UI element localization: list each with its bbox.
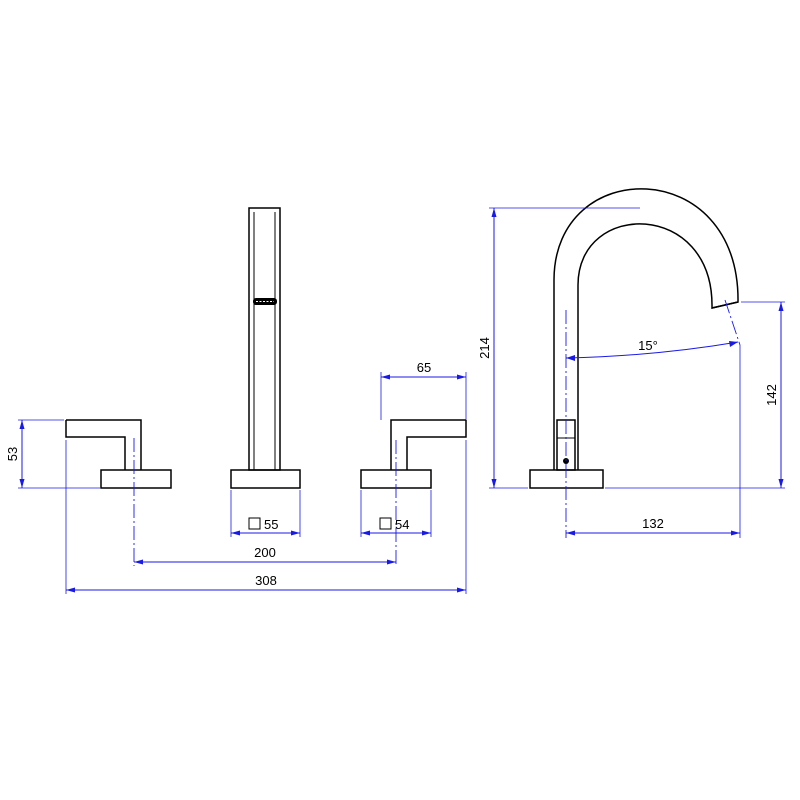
- dimension-label-132: 132: [642, 516, 664, 531]
- dimension-label-53: 53: [5, 447, 20, 461]
- dimension-spout-outlet-height: 142: [605, 301, 785, 489]
- dimension-label-55: 55: [264, 517, 278, 532]
- dimension-overall-width: 308: [65, 440, 467, 594]
- spout-side-view: [529, 188, 739, 538]
- dimension-handle-height: 53: [5, 419, 100, 489]
- dimension-spout-height: 214: [477, 207, 640, 489]
- right-handle: [360, 419, 467, 566]
- dimension-label-65: 65: [417, 360, 431, 375]
- dimension-label-142: 142: [764, 384, 779, 406]
- dimension-handle-base-width: 65: [380, 360, 467, 420]
- dimension-handle-base: 54: [360, 490, 432, 537]
- dimension-label-200: 200: [254, 545, 276, 560]
- dimension-spout-reach: 132: [566, 345, 741, 538]
- dimension-spout-angle: 15°: [565, 299, 741, 361]
- square-symbol-icon: [248, 517, 261, 530]
- dimension-label-54: 54: [395, 517, 409, 532]
- hand-shower: [230, 207, 301, 489]
- dimension-label-15-degrees: 15°: [638, 338, 658, 353]
- dimension-label-214: 214: [477, 337, 492, 359]
- square-symbol-icon: [379, 517, 392, 530]
- left-handle: [65, 419, 172, 566]
- dimension-label-308: 308: [255, 573, 277, 588]
- dimension-shower-base: 55: [230, 490, 301, 537]
- dimension-handle-spacing: 200: [134, 545, 396, 565]
